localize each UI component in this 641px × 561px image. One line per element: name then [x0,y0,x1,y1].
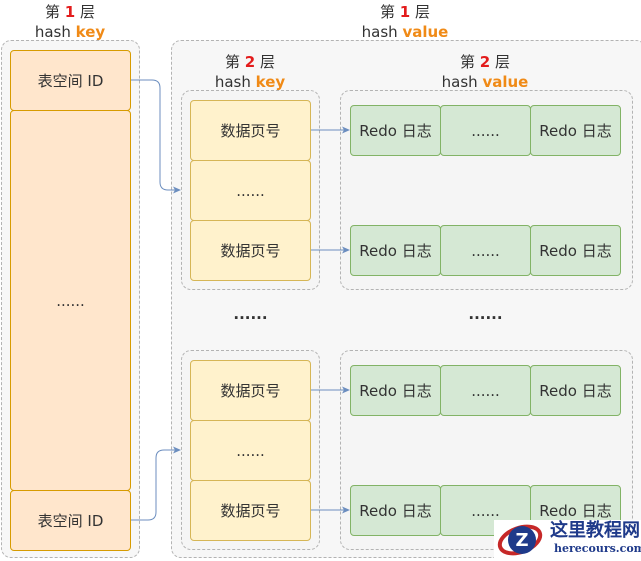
cell-label: Redo 日志 [539,242,612,260]
layer2-value-title: 第 2 层 hash value [410,52,560,92]
cell-ellipsis: ...... [471,241,500,260]
cell-label: 表空间 ID [37,72,104,90]
cell-label: Redo 日志 [539,122,612,140]
cell-ellipsis: ...... [471,121,500,140]
cell-label: 数据页号 [220,502,281,520]
arrow-layer1-to-group1 [131,79,181,194]
watermark: Z 这里教程网 herecours.com [494,520,641,561]
title-hash: hash [34,23,71,41]
layer2-value-cell: Redo 日志 [350,105,441,156]
layer2-value-cell: Redo 日志 [350,485,441,536]
title-suffix: 层 [495,53,511,71]
layer2-key-title: 第 2 层 hash key [190,52,310,92]
title-suffix: 层 [415,3,431,21]
ellipsis-text: ...... [233,305,268,323]
title-value-word: value [402,23,449,41]
layer2-value-cell: ...... [440,225,531,276]
cell-ellipsis: ...... [236,441,265,460]
ellipsis-text: ...... [468,305,503,323]
layer2-key-cell: ...... [190,160,311,221]
title-prefix: 第 [224,53,240,71]
layer1-value-title: 第 1 层 hash value [330,2,480,42]
cell-label: Redo 日志 [359,382,432,400]
layer1-key-cell: 表空间 ID [10,50,131,111]
layer2-value-cell: Redo 日志 [530,365,621,416]
title-suffix: 层 [80,3,96,21]
title-hash: hash [361,23,398,41]
cell-label: 表空间 ID [37,512,104,530]
layer2-key-cell: 数据页号 [190,100,311,161]
layer2-key-cell: ...... [190,420,311,481]
value-ellipsis: ...... [425,302,546,326]
cell-label: 数据页号 [220,122,281,140]
watermark-logo-icon: Z [497,524,543,556]
layer1-key-cell: 表空间 ID [10,490,131,551]
watermark-name: 这里教程网 [550,520,640,541]
layer2-value-cell: ...... [440,105,531,156]
layer1-key-cell: ...... [10,110,131,491]
layer2-value-cell: Redo 日志 [350,365,441,416]
title-key-word: key [255,73,286,91]
title-value-word: value [482,73,529,91]
cell-ellipsis: ...... [236,181,265,200]
watermark-domain: herecours.com [554,542,641,555]
cell-ellipsis: ...... [471,501,500,520]
cell-label: 数据页号 [220,242,281,260]
key-ellipsis: ...... [190,302,311,326]
title-prefix: 第 [459,53,475,71]
title-prefix: 第 [379,3,395,21]
layer-number: 1 [64,3,76,21]
layer2-value-cell: Redo 日志 [530,105,621,156]
title-hash: hash [441,73,478,91]
cell-ellipsis: ...... [56,291,85,310]
title-key-word: key [75,23,106,41]
cell-ellipsis: ...... [471,381,500,400]
layer2-key-cell: 数据页号 [190,480,311,541]
cell-label: Redo 日志 [359,122,432,140]
layer2-value-cell: ...... [440,365,531,416]
cell-label: Redo 日志 [359,242,432,260]
cell-label: Redo 日志 [539,382,612,400]
cell-label: Redo 日志 [539,502,612,520]
title-hash: hash [214,73,251,91]
cell-label: 数据页号 [220,382,281,400]
layer2-value-cell: Redo 日志 [350,225,441,276]
layer2-key-cell: 数据页号 [190,360,311,421]
arrow-layer1-to-group2 [131,446,181,521]
layer-number: 1 [399,3,411,21]
layer1-key-title: 第 1 层 hash key [10,2,130,42]
layer-number: 2 [479,53,491,71]
layer2-key-cell: 数据页号 [190,220,311,281]
layer2-value-cell: Redo 日志 [530,225,621,276]
logo-letter: Z [515,530,528,551]
title-suffix: 层 [260,53,276,71]
layer-number: 2 [244,53,256,71]
title-prefix: 第 [44,3,60,21]
cell-label: Redo 日志 [359,502,432,520]
